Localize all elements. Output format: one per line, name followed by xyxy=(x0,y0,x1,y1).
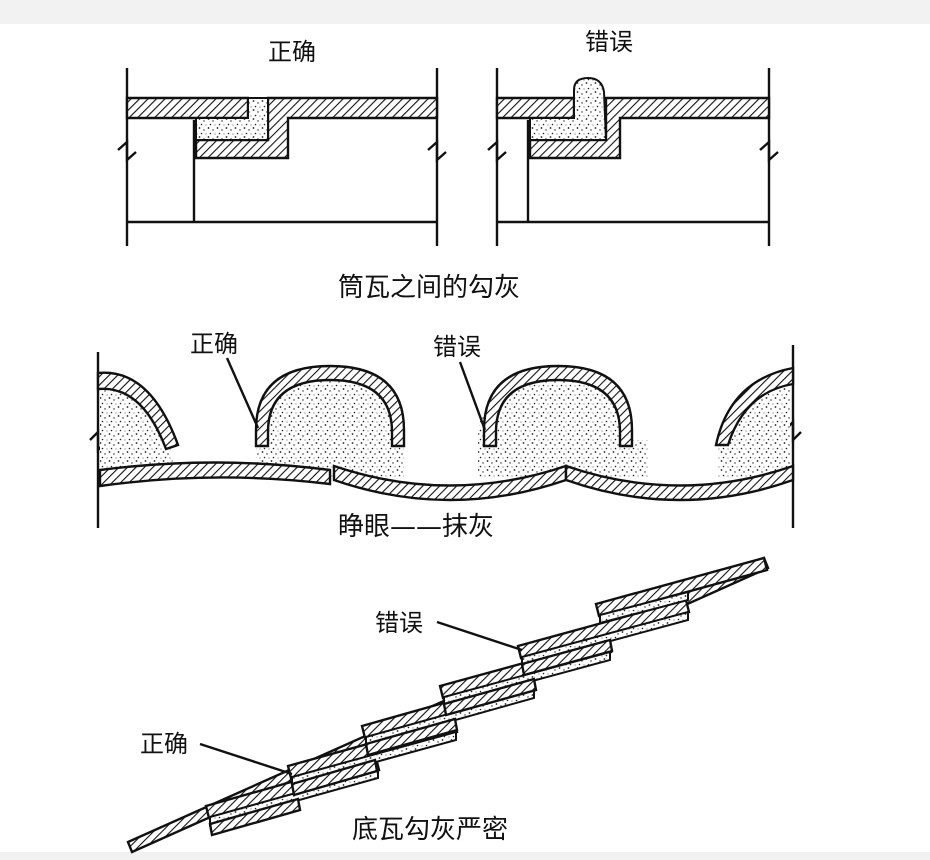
fig1-label-correct: 正确 xyxy=(268,38,316,66)
fig2-panel xyxy=(89,345,802,528)
fig1-mortar-fill xyxy=(195,97,269,141)
fig3-mortar xyxy=(599,590,689,625)
fig2-caption: 睁眼——抹灰 xyxy=(338,512,494,542)
fig1-label-wrong: 错误 xyxy=(585,28,633,56)
fig2-mortar-left-partial xyxy=(100,377,175,478)
fig3-tile-bottom xyxy=(442,677,538,717)
fig2-leader-wrong xyxy=(458,361,487,431)
fig3-tile-bottom xyxy=(364,717,459,757)
fig2-mortar-right-partial xyxy=(718,378,790,478)
fig3-leader-wrong xyxy=(436,620,523,652)
fig2-barrel-tile-1 xyxy=(254,364,406,448)
fig1-wrong-panel xyxy=(487,68,779,246)
fig1w-mortar-bulge xyxy=(529,76,608,141)
top-band xyxy=(0,0,930,24)
fig2-tile-right-partial xyxy=(714,366,795,447)
bottom-band xyxy=(0,852,930,860)
fig3-tile-bottom xyxy=(520,638,614,677)
fig1-break-right xyxy=(427,139,447,163)
fig3-panel xyxy=(126,556,770,854)
fig3-label-correct: 正确 xyxy=(140,730,188,758)
fig1-break-left xyxy=(117,139,137,163)
fig1-correct-panel xyxy=(117,68,447,246)
fig3-leader-correct xyxy=(199,742,293,776)
fig3-tile-pair-5 xyxy=(516,598,691,677)
fig2-label-wrong: 错误 xyxy=(433,333,481,361)
fig3-label-wrong: 错误 xyxy=(375,609,423,637)
fig1w-break-left xyxy=(487,139,507,163)
fig1-caption: 筒瓦之间的勾灰 xyxy=(338,273,520,303)
fig3-tile-top xyxy=(594,556,769,618)
fig3-tile-bottom xyxy=(290,758,379,797)
fig2-base-tile-1 xyxy=(98,461,332,488)
fig2-base-tile-3 xyxy=(564,464,795,502)
fig1-tile-upper-left xyxy=(125,96,250,120)
fig2-mortar-arch-2 xyxy=(478,378,648,478)
fig3-tile-bottom xyxy=(208,797,302,837)
fig2-leader-correct xyxy=(225,357,260,429)
fig2-mortar-arch-1 xyxy=(256,378,404,478)
fig3-caption: 底瓦勾灰严密 xyxy=(352,815,508,845)
fig1w-tile-upper-left xyxy=(495,96,576,120)
fig2-barrel-tile-2 xyxy=(482,364,634,448)
fig3-tile-pair-6 xyxy=(594,556,769,625)
fig2-tile-left-partial xyxy=(96,371,180,451)
fig2-label-correct: 正确 xyxy=(190,330,238,358)
fig1w-break-right xyxy=(759,139,779,163)
